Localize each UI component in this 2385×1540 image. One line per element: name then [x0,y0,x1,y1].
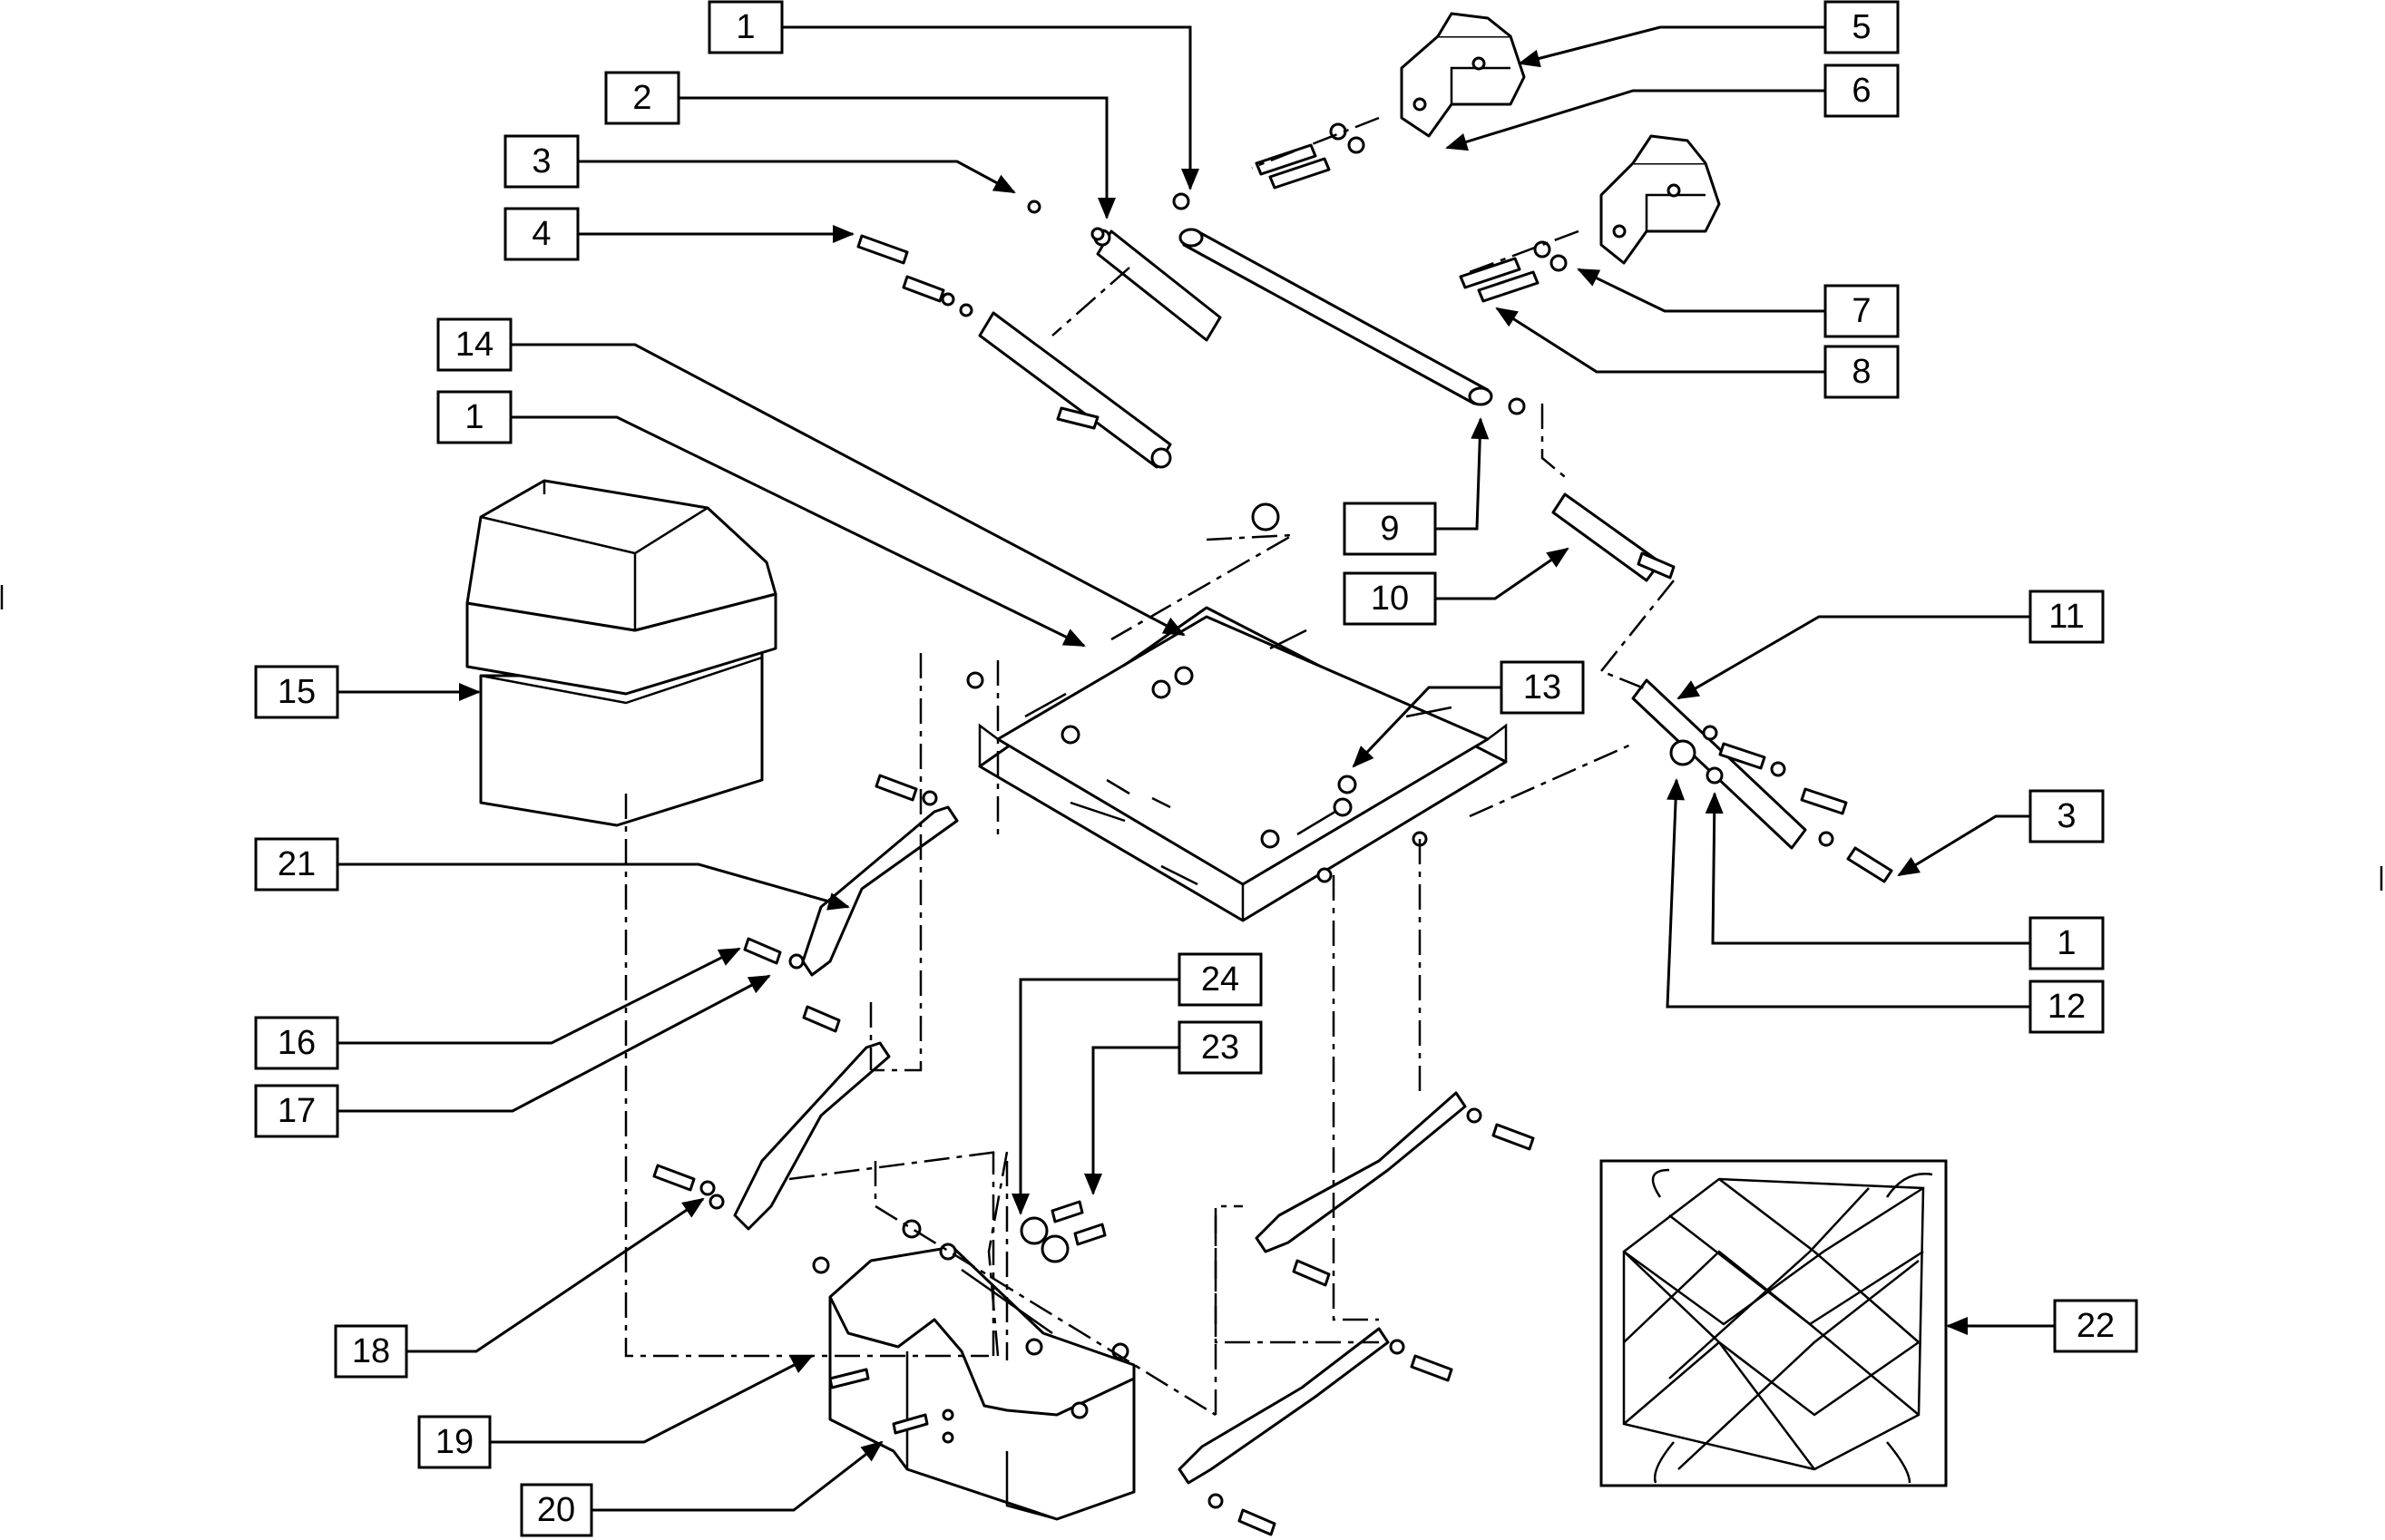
callout-label: 4 [532,215,551,253]
callout-14: 14 [436,317,513,372]
callout-2: 2 [604,71,680,125]
callout-16: 16 [254,1016,339,1070]
callout-label: 13 [1523,668,1561,707]
callout-label: 15 [278,673,316,711]
crossbar-tube-part [1178,228,1493,406]
callout-4: 4 [503,207,580,261]
cargo-net-part [1599,1159,1948,1487]
callout-5: 5 [1823,0,1900,54]
callout-22: 22 [2053,1299,2138,1353]
callout-label: 14 [455,326,494,364]
callout-label: 9 [1380,510,1399,548]
callout-7: 7 [1823,284,1900,338]
callout-23: 23 [1178,1020,1263,1075]
callout-24: 24 [1178,952,1263,1007]
upper-left-arm-part [856,192,1280,531]
callout-label: 18 [352,1332,390,1370]
small-hardware-part [1020,1200,1107,1263]
callout-13: 13 [1500,660,1585,715]
callout-label: 1 [2057,924,2076,962]
callout-label: 3 [532,142,551,180]
callout-15: 15 [254,665,339,719]
callout-label: 1 [464,398,484,436]
callout-label: 16 [278,1024,316,1062]
callout-17: 17 [254,1084,339,1138]
callout-label: 24 [1201,960,1239,999]
callout-label: 22 [2077,1307,2115,1345]
callout-21: 21 [254,837,339,892]
battery-box-part [465,479,777,827]
callout-label: 11 [2048,598,2084,636]
callout-20: 20 [520,1483,593,1537]
callout-label: 12 [2048,988,2086,1026]
callout-8: 8 [1823,345,1900,399]
callout-6: 6 [1823,63,1900,118]
clamp-screws-part [1255,122,1568,303]
callout-19: 19 [417,1415,492,1469]
right-arm-part [1508,397,1893,883]
callout-label: 7 [1852,292,1871,330]
callout-label: 23 [1201,1028,1239,1067]
callout-9: 9 [1343,502,1437,556]
callout-label: 21 [278,845,316,883]
callout-3-left: 3 [503,134,580,189]
callout-label: 2 [632,79,651,117]
callout-11: 11 [2028,590,2105,644]
right-upper-linkage-part [1255,1091,1535,1287]
callout-1-left: 1 [436,390,513,444]
clamp-bracket-lower-part [1599,134,1721,265]
callout-label: 1 [736,8,755,46]
callout-3-right: 3 [2028,789,2105,843]
clamp-bracket-upper-part [1400,12,1526,138]
callout-label: 10 [1371,580,1409,618]
callout-1-right: 1 [2028,916,2105,970]
callout-10: 10 [1343,571,1437,626]
callout-label: 17 [278,1092,316,1130]
callout-12: 12 [2028,980,2105,1034]
callout-label: 3 [2057,797,2076,835]
callout-label: 19 [435,1423,474,1461]
mounting-bracket-part [812,1243,1136,1521]
callout-18: 18 [334,1324,408,1379]
callout-1-top: 1 [708,0,784,54]
alignment-lines [624,116,1675,1417]
callout-label: 20 [537,1491,575,1529]
right-lower-linkage-part [1178,1327,1453,1536]
callout-label: 8 [1852,353,1871,391]
left-upper-linkage-part [743,671,984,977]
callout-label: 6 [1852,72,1871,110]
battery-tray-part [978,606,1508,922]
callout-label: 5 [1852,8,1871,46]
left-lower-linkage-part [652,1005,922,1239]
